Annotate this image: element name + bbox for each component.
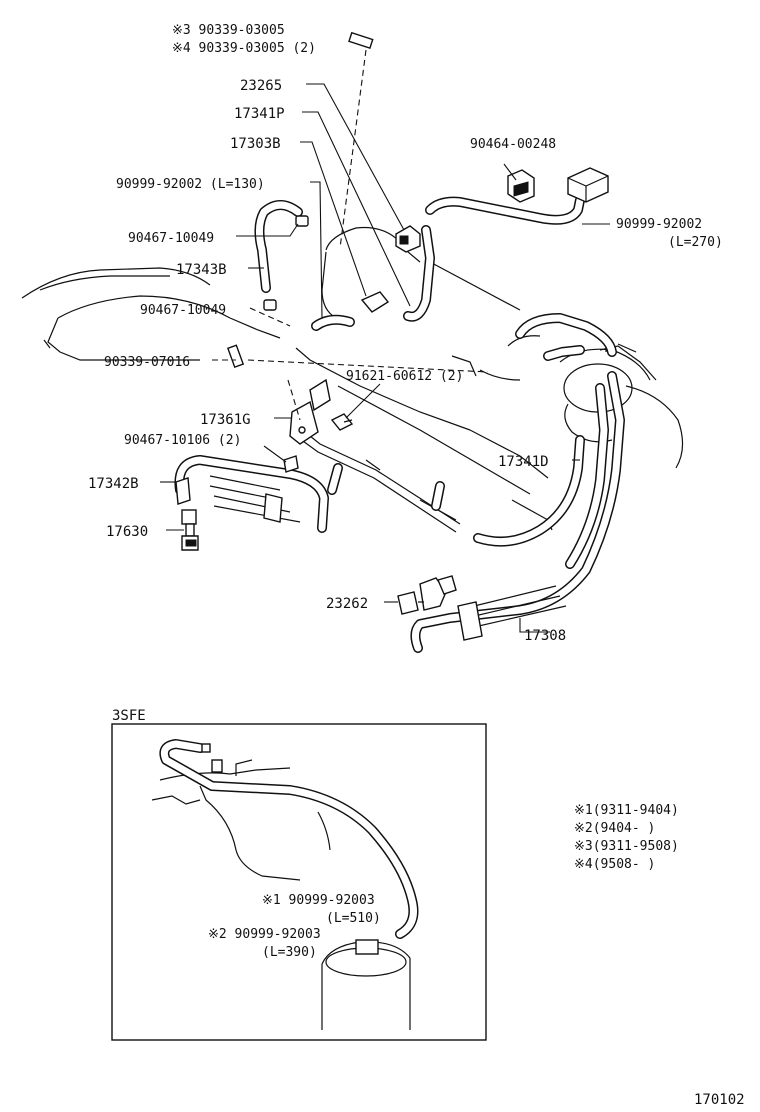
clip-90467-10106-icon [283,455,299,473]
inset-title: 3SFE [112,708,146,724]
label-17342B: 17342B [88,476,139,492]
variant-legend: ※1(9311-9404) ※2(9404- ) ※3(9311-9508) ※… [574,803,679,872]
part-labels: ※3 90339-03005 ※4 90339-03005 (2) 23265 … [88,23,723,644]
clamp-icon [295,215,309,227]
valve-23265-icon [395,225,421,253]
label-91621-60612: 91621-60612 (2) [346,369,463,384]
label-90339-03005-note3: ※3 90339-03005 [172,23,285,38]
clip-90339-07016-icon [226,344,245,369]
bracket-17303B-icon [360,291,390,313]
label-90464-00248: 90464-00248 [470,137,556,152]
hoses [174,195,625,653]
label-17341D: 17341D [498,454,549,470]
label-17361G: 17361G [200,412,251,428]
figure-code: 170102 [694,1092,745,1108]
connector-17342B-icon [175,477,191,505]
components [175,31,609,615]
label-90467-10049-a: 90467-10049 [128,231,214,246]
label-90339-03005-note4: ※4 90339-03005 (2) [172,41,316,56]
inset-note1-length: (L=510) [326,911,381,926]
label-23265: 23265 [240,78,282,94]
label-90999-92002-L270-length: (L=270) [668,235,723,250]
label-90339-07016: 90339-07016 [104,355,190,370]
label-17308: 17308 [524,628,566,644]
connector-box-icon [567,167,609,203]
clamp-icon [263,299,277,311]
inset-3sfe: 3SFE ※1 90999-92003 (L=510) ※2 90999-920… [111,708,487,1041]
label-90999-92002-L130: 90999-92002 (L=130) [116,177,265,192]
leader-lines [160,49,610,633]
bracket-17361G-icon [289,378,331,445]
label-17630: 17630 [106,524,148,540]
label-17303B: 17303B [230,136,281,152]
inset-note2-number: ※2 90999-92003 [208,927,321,942]
label-17341P: 17341P [234,106,285,122]
sensor-17630-icon [181,509,199,551]
inset-note2-length: (L=390) [262,945,317,960]
clip-90339-03005-icon [348,31,374,50]
valve-23262-icon [397,575,457,615]
bolt-91621-icon [330,413,354,431]
label-90999-92002-L270-number: 90999-92002 [616,217,702,232]
inset-frame [111,723,487,1041]
label-23262: 23262 [326,596,368,612]
label-90467-10106: 90467-10106 (2) [124,433,241,448]
legend-item-1: ※1(9311-9404) [574,803,679,818]
inset-note1-number: ※1 90999-92003 [262,893,375,908]
legend-item-3: ※3(9311-9508) [574,839,679,854]
label-17343B: 17343B [176,262,227,278]
legend-item-2: ※2(9404- ) [574,821,655,836]
label-90467-10049-b: 90467-10049 [140,303,226,318]
legend-item-4: ※4(9508- ) [574,857,655,872]
